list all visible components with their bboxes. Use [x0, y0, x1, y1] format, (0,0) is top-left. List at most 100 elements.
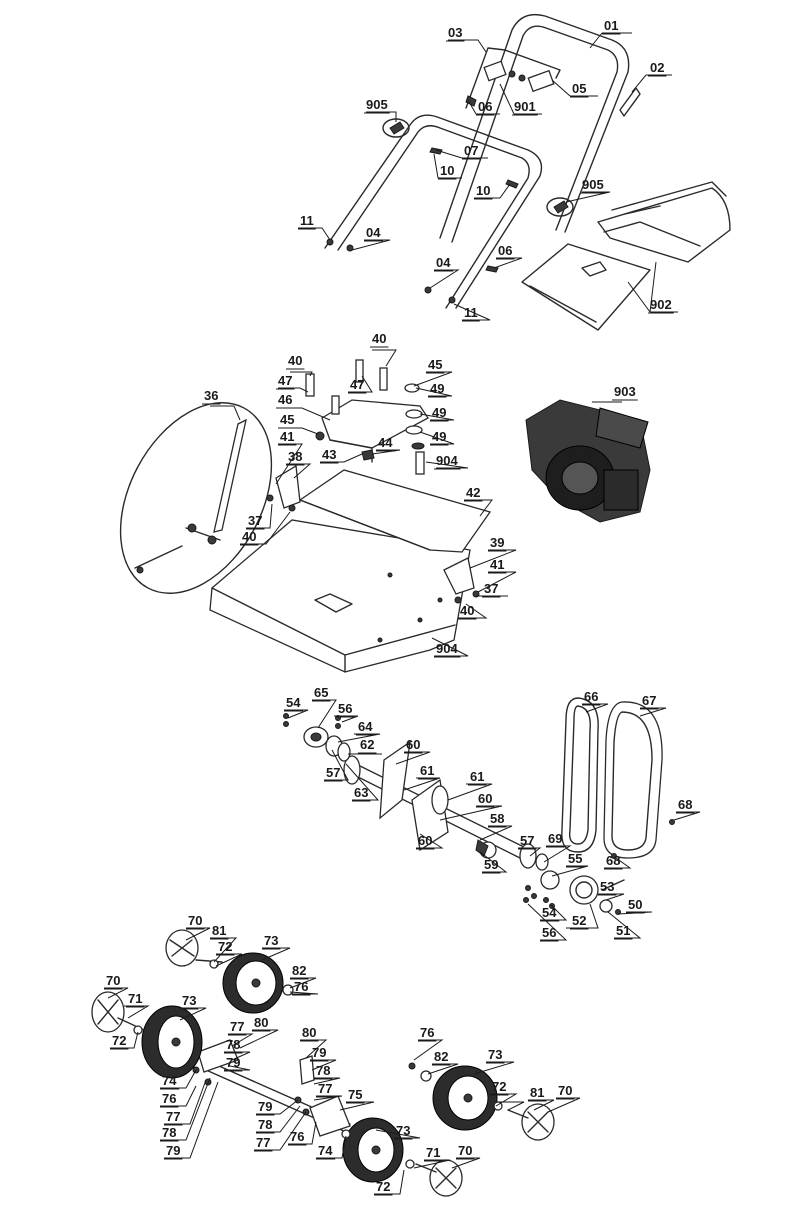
label-68b: 68: [606, 853, 620, 868]
label-46: 46: [278, 392, 292, 407]
label-60c: 60: [418, 833, 432, 848]
label-905b: 905: [582, 177, 604, 192]
label-54b: 54: [542, 905, 557, 920]
label-76a: 76: [294, 979, 308, 994]
wheel-73-b: [141, 1005, 203, 1079]
part-labels: 01 02 03 05 901 06 905 07 10 905 10 11 0…: [104, 18, 695, 1196]
label-75: 75: [348, 1087, 362, 1102]
label-72c: 72: [492, 1079, 506, 1094]
label-79a: 79: [312, 1045, 326, 1060]
label-10: 10: [440, 163, 454, 178]
label-72d: 72: [376, 1179, 390, 1194]
label-39: 39: [490, 535, 504, 550]
label-59: 59: [484, 857, 498, 872]
label-49c: 49: [432, 429, 446, 444]
hub-caps-70: [91, 929, 555, 1197]
label-901: 901: [514, 99, 536, 114]
label-73a: 73: [264, 933, 278, 948]
label-63: 63: [354, 785, 368, 800]
label-52: 52: [572, 913, 586, 928]
label-56: 56: [338, 701, 352, 716]
label-01: 01: [604, 18, 618, 33]
label-79b: 79: [226, 1055, 240, 1070]
leader-lines: [104, 32, 701, 1195]
label-10b: 10: [476, 183, 490, 198]
upper-handle: [439, 13, 630, 243]
label-54: 54: [286, 695, 301, 710]
tine-shaft-58: [343, 740, 531, 861]
label-40-top: 40: [372, 331, 386, 346]
label-44: 44: [378, 435, 393, 450]
label-62: 62: [360, 737, 374, 752]
label-67: 67: [642, 693, 656, 708]
label-03: 03: [448, 25, 462, 40]
label-70d: 70: [458, 1143, 472, 1158]
label-70c: 70: [558, 1083, 572, 1098]
label-68: 68: [678, 797, 692, 812]
label-76c: 76: [162, 1091, 176, 1106]
label-51: 51: [616, 923, 630, 938]
label-78a: 78: [226, 1037, 240, 1052]
label-53: 53: [600, 879, 614, 894]
label-74a: 74: [162, 1073, 177, 1088]
label-76b: 76: [420, 1025, 434, 1040]
label-72b: 72: [112, 1033, 126, 1048]
height-lever-bracket-38-39: [266, 464, 480, 604]
label-70b: 70: [106, 973, 120, 988]
label-04: 04: [366, 225, 381, 240]
grass-bag-902: [521, 181, 731, 331]
label-66: 66: [584, 689, 598, 704]
label-58: 58: [490, 811, 504, 826]
label-80a: 80: [254, 1015, 268, 1030]
label-37: 37: [248, 513, 262, 528]
label-904: 904: [436, 453, 458, 468]
height-adjust-lever-36: [119, 402, 273, 594]
label-73c: 73: [488, 1047, 502, 1062]
label-73d: 73: [396, 1123, 410, 1138]
label-64: 64: [358, 719, 373, 734]
label-77a: 77: [230, 1019, 244, 1034]
label-06b: 06: [498, 243, 512, 258]
label-07: 07: [464, 143, 478, 158]
label-77d: 77: [256, 1135, 270, 1150]
label-55: 55: [568, 851, 582, 866]
label-41b: 41: [490, 557, 504, 572]
lower-handle: [324, 114, 543, 309]
wheel-73-a: [222, 952, 294, 1014]
label-56b: 56: [542, 925, 556, 940]
label-02: 02: [650, 60, 664, 75]
label-904b: 904: [436, 641, 458, 656]
wheel-73-d: [341, 1117, 404, 1183]
label-65: 65: [314, 685, 328, 700]
label-40-lower: 40: [242, 529, 256, 544]
label-04b: 04: [436, 255, 451, 270]
label-40-right: 40: [460, 603, 474, 618]
label-38: 38: [288, 449, 302, 464]
label-71a: 71: [128, 991, 142, 1006]
label-41: 41: [280, 429, 294, 444]
label-40-left: 40: [288, 353, 302, 368]
label-71b: 71: [426, 1145, 440, 1160]
label-69: 69: [548, 831, 562, 846]
label-902: 902: [650, 297, 672, 312]
label-78c: 78: [258, 1117, 272, 1132]
rear-flap-42: [298, 469, 492, 553]
label-61b: 61: [470, 769, 484, 784]
label-76d: 76: [290, 1129, 304, 1144]
label-50: 50: [628, 897, 642, 912]
label-70a: 70: [188, 913, 202, 928]
label-45b: 45: [280, 412, 294, 427]
label-57b: 57: [520, 833, 534, 848]
engine-903: [525, 399, 651, 523]
label-77b: 77: [318, 1081, 332, 1096]
deck-cover-904: [209, 519, 471, 673]
label-79c: 79: [258, 1099, 272, 1114]
label-78d: 78: [162, 1125, 176, 1140]
label-36: 36: [204, 388, 218, 403]
label-47b: 47: [350, 377, 364, 392]
label-81a: 81: [212, 923, 226, 938]
label-77c: 77: [166, 1109, 180, 1124]
label-57: 57: [326, 765, 340, 780]
label-73b: 73: [182, 993, 196, 1008]
